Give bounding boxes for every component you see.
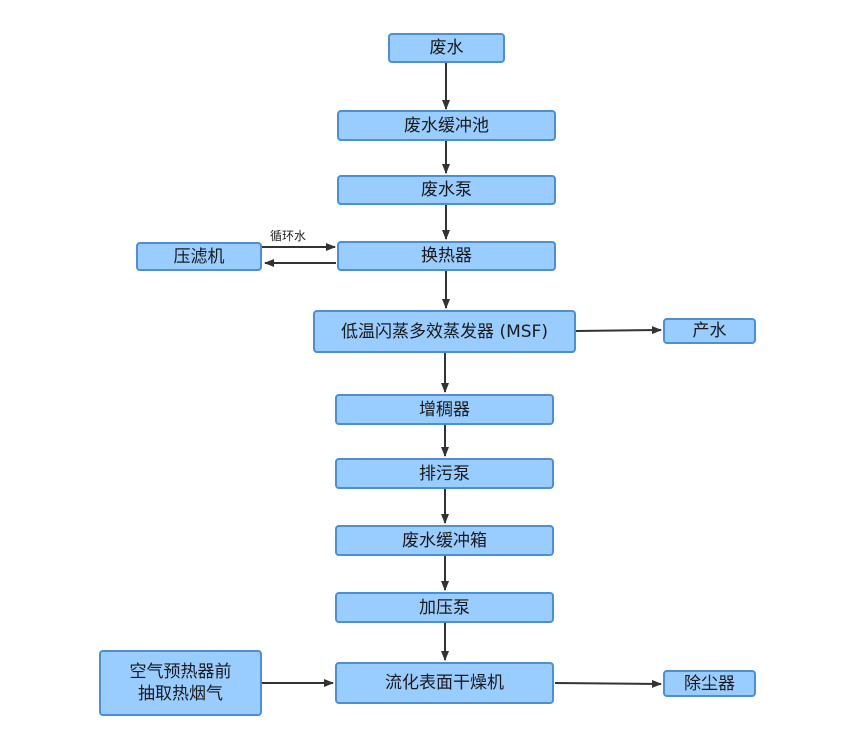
node-flue-gas: 空气预热器前 抽取热烟气	[99, 650, 262, 716]
node-pump: 废水泵	[337, 175, 556, 205]
edge-label-circulating-water: 循环水	[270, 229, 307, 243]
node-thickener: 增稠器	[335, 394, 554, 425]
node-sewage-pump: 排污泵	[335, 458, 554, 489]
node-product-water: 产水	[663, 318, 756, 344]
edge-msf-to-product-water	[575, 326, 662, 335]
node-filter-press: 压滤机	[136, 242, 262, 271]
node-wastewater: 废水	[388, 33, 505, 63]
node-booster-pump: 加压泵	[335, 592, 554, 623]
node-buffer-pool: 废水缓冲池	[337, 110, 556, 141]
node-dust-collector: 除尘器	[663, 670, 756, 697]
node-buffer-tank: 废水缓冲箱	[335, 525, 554, 556]
edge-dryer-to-dust-collector	[554, 679, 662, 688]
node-msf: 低温闪蒸多效蒸发器 (MSF)	[313, 310, 576, 353]
node-dryer: 流化表面干燥机	[335, 662, 554, 704]
node-heat-exchanger: 换热器	[337, 241, 556, 271]
